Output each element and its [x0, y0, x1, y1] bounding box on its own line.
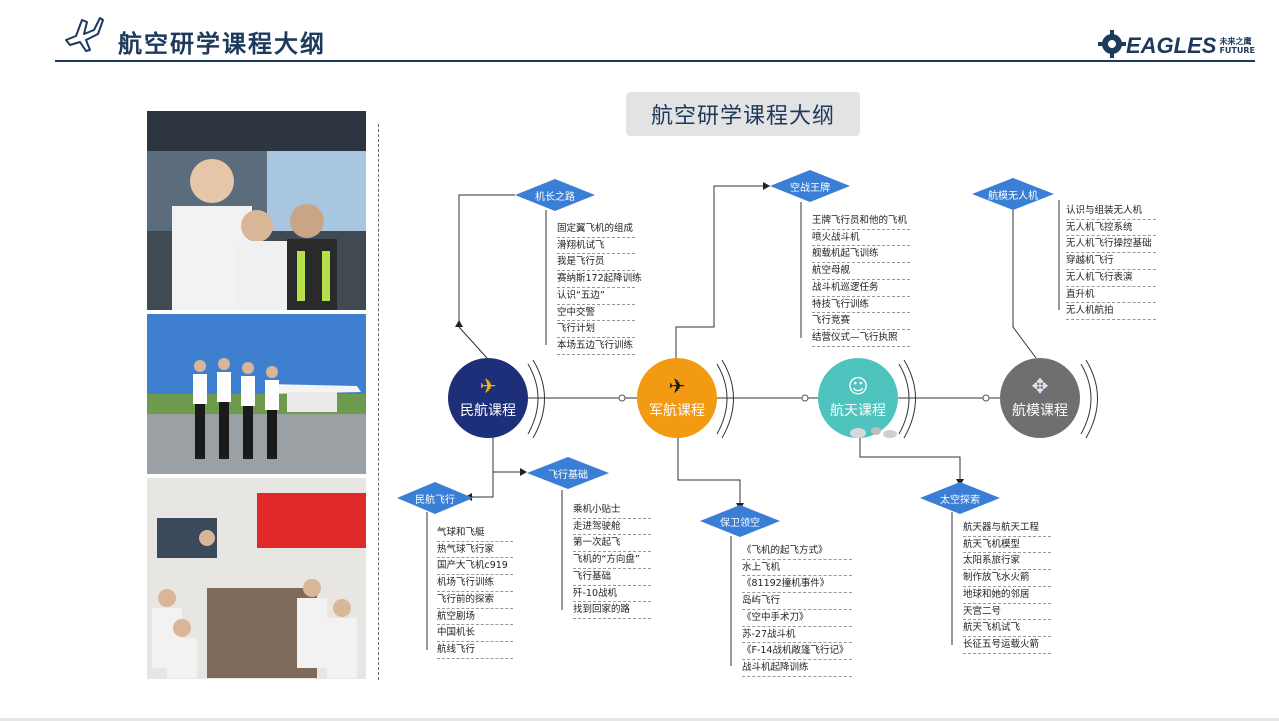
list-captain-road: 固定翼飞机的组成 滑翔机试飞 我是飞行员 赛纳斯172起降训练 认识“五边” 空…: [557, 221, 642, 355]
list-item: 认识“五边”: [557, 288, 635, 305]
list-item: 气球和飞艇: [437, 525, 513, 542]
list-item: 结营仪式—飞行执照: [812, 330, 910, 347]
list-item: 航线飞行: [437, 642, 513, 659]
list-item: 国产大飞机c919: [437, 558, 513, 576]
course-space-label: 航天课程: [830, 403, 886, 419]
list-item: 航天飞机模型: [963, 537, 1051, 554]
list-item: 无人机飞控系统: [1066, 220, 1156, 237]
branch-captain-road-label: 机长之路: [535, 191, 575, 203]
logo-brand-text: EAGLES: [1126, 33, 1217, 58]
list-item: 飞机的“方向盘”: [573, 552, 651, 569]
brand-logo: EAGLES 未来之鹰 FUTURE: [1098, 30, 1255, 62]
list-item: 特技飞行训练: [812, 297, 910, 314]
list-item: 水上飞机: [742, 560, 852, 577]
course-civil-label: 民航课程: [460, 403, 516, 419]
list-ace: 王牌飞行员和他的飞机 喷火战斗机 舰载机起飞训练 航空母舰 战斗机巡逻任务 特技…: [812, 213, 910, 347]
list-item: 战斗机巡逻任务: [812, 280, 910, 297]
photo-cockpit: [147, 111, 366, 310]
vertical-divider: [378, 124, 379, 680]
list-drone: 认识与组装无人机 无人机飞控系统 无人机飞行操控基础 穿越机飞行 无人机飞行表演…: [1066, 203, 1156, 320]
moon-rocks-icon: [848, 425, 898, 444]
list-item: 太阳系旅行家: [963, 553, 1051, 571]
list-item: 飞行基础: [573, 569, 651, 586]
list-item: 舰载机起飞训练: [812, 246, 910, 264]
list-item: 《空中手术刀》: [742, 610, 852, 627]
drone-icon: ✥: [1031, 374, 1049, 398]
list-item: 无人机航拍: [1066, 303, 1156, 320]
list-space-explore: 航天器与航天工程 航天飞机模型 太阳系旅行家 制作放飞水火箭 地球和她的邻居 天…: [963, 520, 1051, 654]
header-divider: [55, 60, 1255, 62]
list-civil-flight: 气球和飞艇 热气球飞行家 国产大飞机c919 机场飞行训练 飞行前的探索 航空剧…: [437, 525, 513, 659]
list-defend: 《飞机的起飞方式》 水上飞机 《81192撞机事件》 岛屿飞行 《空中手术刀》 …: [742, 543, 852, 677]
list-item: 中国机长: [437, 625, 513, 642]
course-model[interactable]: ✥ 航模课程: [1000, 358, 1080, 438]
list-item: 无人机飞行操控基础: [1066, 236, 1156, 254]
list-item: 《F-14战机敞篷飞行记》: [742, 643, 852, 660]
list-item: 固定翼飞机的组成: [557, 221, 635, 238]
branch-drone-label: 航模无人机: [988, 190, 1038, 202]
logo-sub-en: FUTURE: [1219, 46, 1256, 55]
list-item: 空中交警: [557, 305, 635, 322]
course-military[interactable]: ✈ 军航课程: [637, 358, 717, 438]
list-item: 乘机小贴士: [573, 502, 651, 519]
list-item: 认识与组装无人机: [1066, 203, 1156, 220]
list-item: 地球和她的邻居: [963, 587, 1051, 604]
header-plane-icon: [60, 10, 106, 60]
list-item: 飞行前的探索: [437, 592, 513, 609]
list-item: 《81192撞机事件》: [742, 576, 852, 594]
list-flight-basics: 乘机小贴士 走进驾驶舱 第一次起飞 飞机的“方向盘” 飞行基础 歼-10战机 找…: [573, 502, 651, 619]
photo-classroom: [147, 478, 366, 679]
list-item: 航空母舰: [812, 263, 910, 280]
list-item: 滑翔机试飞: [557, 238, 635, 255]
list-item: 热气球飞行家: [437, 542, 513, 559]
photo-runway: [147, 314, 366, 474]
mindmap-title: 航空研学课程大纲: [626, 92, 860, 136]
branch-flight-basics-label: 飞行基础: [548, 469, 588, 481]
list-item: 穿越机飞行: [1066, 253, 1156, 270]
list-item: 岛屿飞行: [742, 593, 852, 610]
airplane-icon: ✈: [479, 374, 497, 398]
course-military-label: 军航课程: [649, 403, 705, 419]
list-item: 第一次起飞: [573, 535, 651, 553]
list-item: 航空剧场: [437, 609, 513, 626]
list-item: 喷火战斗机: [812, 230, 910, 247]
branch-defend-label: 保卫领空: [720, 517, 760, 529]
course-model-label: 航模课程: [1012, 403, 1068, 419]
list-item: 找到回家的路: [573, 602, 651, 619]
list-item: 赛纳斯172起降训练: [557, 271, 642, 288]
list-item: 《飞机的起飞方式》: [742, 543, 852, 560]
logo-sub-cn: 未来之鹰: [1219, 37, 1252, 46]
list-item: 航天飞机试飞: [963, 620, 1051, 637]
list-item: 飞行计划: [557, 321, 635, 338]
course-civil[interactable]: ✈ 民航课程: [448, 358, 528, 438]
gear-logo-icon: [1098, 30, 1126, 62]
list-item: 王牌飞行员和他的飞机: [812, 213, 910, 230]
header-title: 航空研学课程大纲: [118, 30, 326, 58]
logo-subtext: 未来之鹰 FUTURE: [1219, 37, 1255, 55]
list-item: 机场飞行训练: [437, 575, 513, 592]
course-space[interactable]: ☺ 航天课程: [818, 358, 898, 438]
list-item: 走进驾驶舱: [573, 519, 651, 536]
list-item: 苏-27战斗机: [742, 627, 852, 644]
list-item: 天宫二号: [963, 604, 1051, 621]
branch-civil-flight-label: 民航飞行: [415, 494, 455, 506]
list-item: 制作放飞水火箭: [963, 570, 1051, 587]
list-item: 直升机: [1066, 287, 1156, 304]
footer-bar: [0, 718, 1279, 721]
branch-space-explore-label: 太空探索: [940, 494, 980, 506]
list-item: 我是飞行员: [557, 254, 635, 272]
list-item: 无人机飞行表演: [1066, 270, 1156, 287]
fighter-jet-icon: ✈: [668, 374, 686, 398]
list-item: 长征五号运载火箭: [963, 637, 1051, 654]
list-item: 航天器与航天工程: [963, 520, 1051, 537]
list-item: 歼-10战机: [573, 586, 651, 603]
astronaut-icon: ☺: [847, 374, 869, 398]
branch-ace-label: 空战王牌: [790, 182, 830, 194]
list-item: 战斗机起降训练: [742, 660, 852, 677]
list-item: 本场五边飞行训练: [557, 338, 635, 355]
list-item: 飞行竞赛: [812, 313, 910, 330]
